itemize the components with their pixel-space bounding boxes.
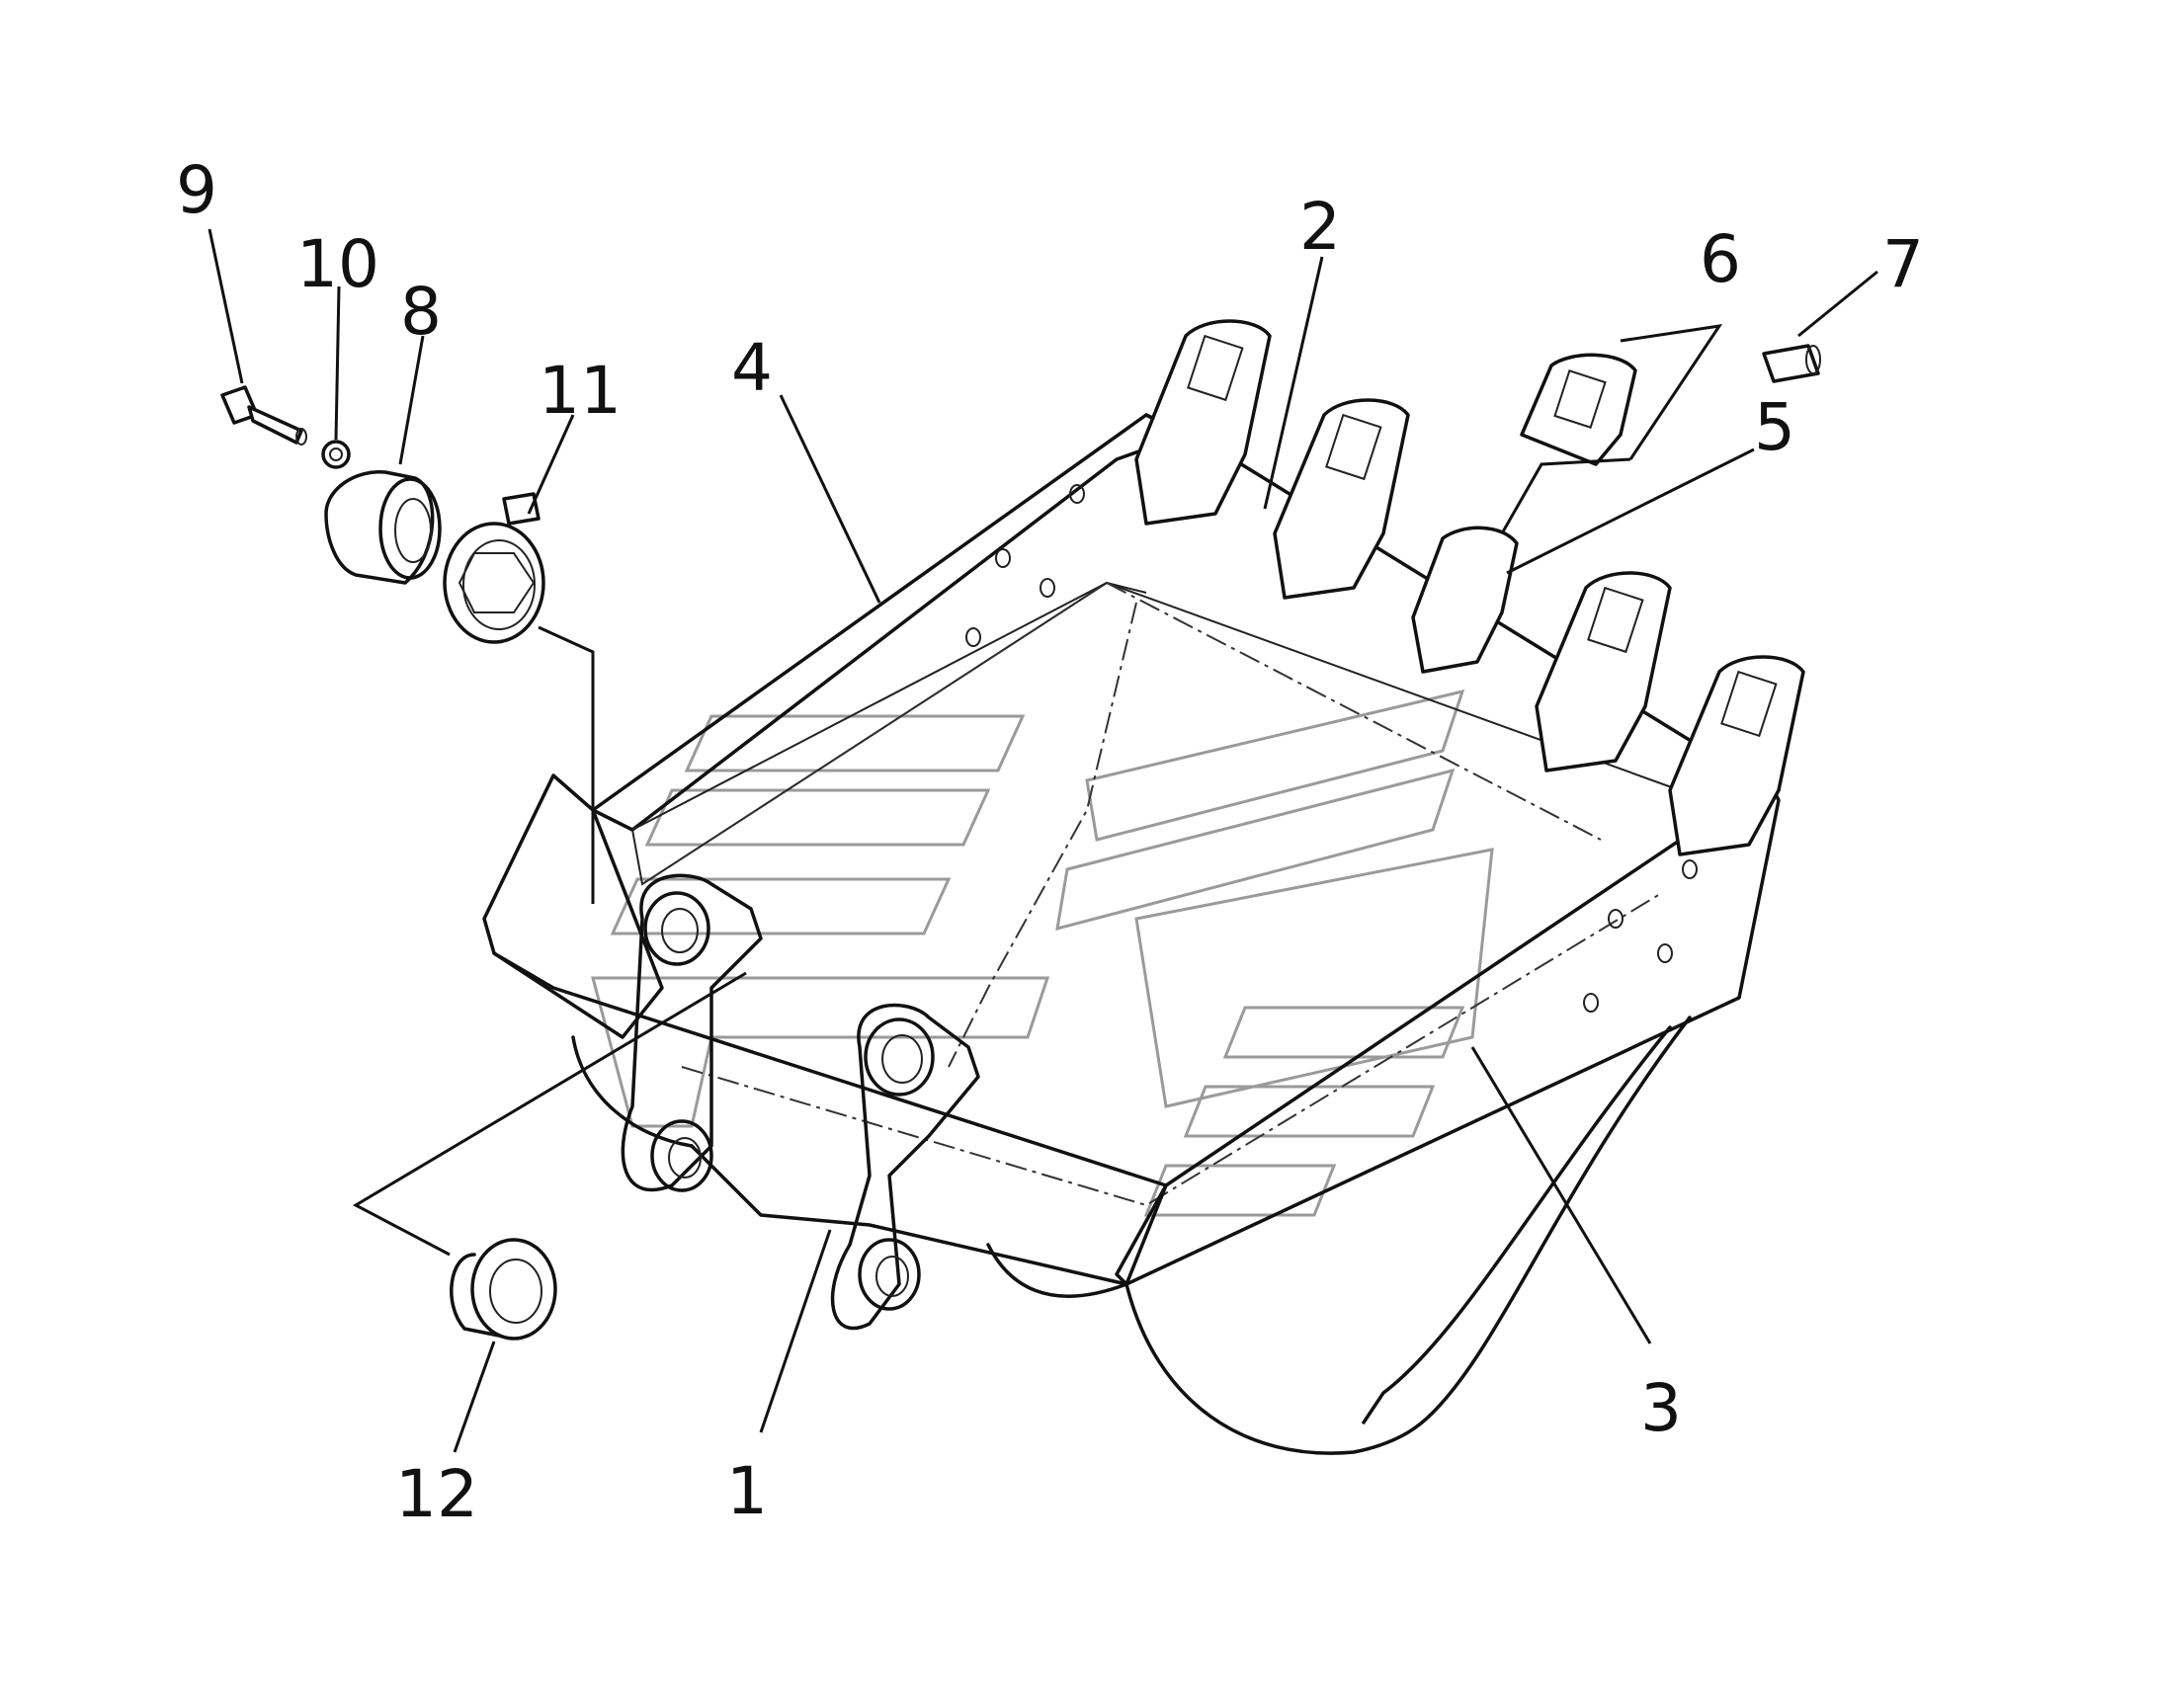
callout-6: 6 [1700, 221, 1741, 297]
boss-bracket-right [830, 1003, 980, 1331]
callout-1: 1 [726, 1453, 768, 1529]
callout-5: 5 [1754, 389, 1795, 465]
tooth-3 [1535, 571, 1672, 773]
callout-4: 4 [731, 330, 773, 406]
washer-10 [321, 440, 351, 469]
tooth-adapter-5 [1411, 526, 1519, 674]
tooth-pin-7 [1762, 344, 1821, 383]
callout-8: 8 [400, 274, 442, 350]
tooth-1 [1134, 319, 1272, 526]
callout-11: 11 [539, 353, 622, 429]
callout-3: 3 [1640, 1370, 1682, 1446]
bucket-teeth [1134, 319, 1821, 856]
bolt-9 [220, 385, 307, 446]
bushing-12 [450, 1238, 557, 1341]
shim-ring-8 [324, 470, 442, 585]
exploded-parts [220, 385, 557, 1341]
tooth-4 [1668, 655, 1805, 856]
side-plate-holes [965, 484, 1698, 1013]
callout-12: 12 [395, 1456, 478, 1532]
callout-7: 7 [1882, 226, 1924, 302]
callout-labels: 9 10 8 11 4 2 6 7 5 3 1 12 [176, 152, 1924, 1532]
callout-2: 2 [1299, 189, 1341, 265]
callout-9: 9 [176, 152, 217, 228]
boss-bracket-left [621, 873, 763, 1192]
watermark-logo [591, 689, 1494, 1217]
tooth-cap-6 [1520, 353, 1637, 466]
callout-10: 10 [296, 226, 379, 302]
shim-plate-11 [443, 492, 545, 644]
tooth-2 [1273, 398, 1410, 600]
leader-lines [208, 228, 1878, 1453]
